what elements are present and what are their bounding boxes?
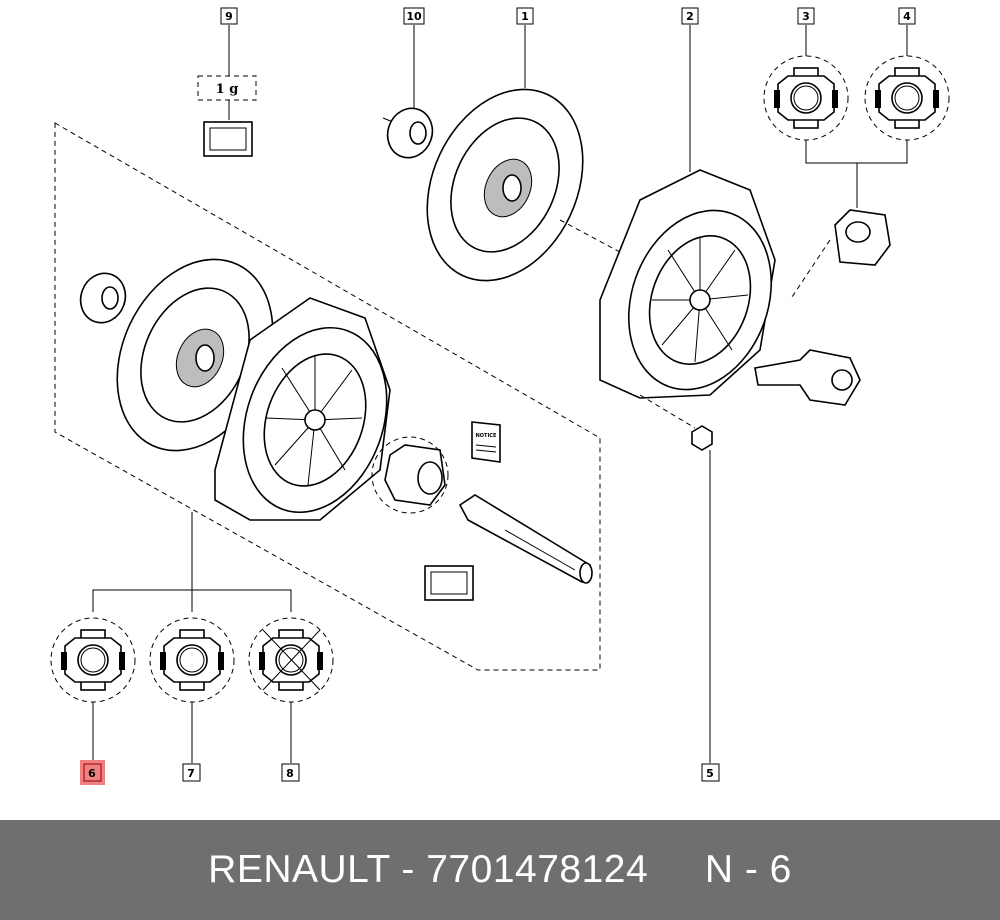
pressure-plate (599, 25, 776, 429)
callout-10[interactable]: 10 (403, 7, 425, 25)
svg-text:3: 3 (802, 10, 810, 23)
callout-2[interactable]: 2 (681, 7, 699, 25)
clutch-exploded-diagram: 1 g (50, 7, 950, 785)
footer-part-caption: RENAULT - 7701478124 N - 6 (208, 848, 792, 891)
pilot-bearing-kit (79, 272, 127, 324)
callout-7[interactable]: 7 (182, 763, 201, 782)
instruction-leaflet: NOTICE (471, 421, 501, 463)
svg-text:1: 1 (521, 10, 529, 23)
release-bearing-option-3 (763, 25, 849, 141)
release-bearing-kit (371, 436, 449, 514)
bolt (691, 425, 713, 763)
svg-text:6: 6 (88, 767, 96, 780)
callout-3[interactable]: 3 (797, 7, 815, 25)
clutch-disc (426, 25, 621, 282)
svg-text:5: 5 (706, 767, 714, 780)
svg-text:2: 2 (686, 10, 694, 23)
svg-text:8: 8 (286, 767, 294, 780)
footer-bar: RENAULT - 7701478124 N - 6 (0, 820, 1000, 920)
pressure-plate-kit (214, 297, 391, 521)
release-bearing-option-4 (864, 25, 950, 141)
pilot-bearing (382, 25, 434, 159)
release-bearing-option-7 (149, 617, 235, 703)
release-bearing (789, 209, 891, 301)
callout-6-highlighted[interactable]: 6 (80, 760, 105, 785)
callout-9[interactable]: 9 (220, 7, 238, 25)
grease-quantity: 1 g (216, 82, 239, 97)
grease-sachet-kit (424, 565, 474, 601)
kit-boundary (54, 122, 601, 671)
grease-sachet: 1 g (197, 25, 257, 157)
callout-5[interactable]: 5 (701, 763, 720, 782)
svg-text:9: 9 (225, 10, 233, 23)
svg-text:10: 10 (406, 10, 422, 23)
callout-8[interactable]: 8 (281, 763, 300, 782)
alignment-tool (458, 494, 593, 584)
manual-label: NOTICE (476, 433, 497, 439)
slave-cylinder (754, 349, 861, 406)
callout-1[interactable]: 1 (516, 7, 534, 25)
callout-4[interactable]: 4 (898, 7, 916, 25)
release-bearing-option-6 (50, 617, 136, 703)
svg-text:4: 4 (903, 10, 911, 23)
release-bearing-option-8-discontinued (248, 617, 334, 703)
svg-text:7: 7 (187, 767, 195, 780)
